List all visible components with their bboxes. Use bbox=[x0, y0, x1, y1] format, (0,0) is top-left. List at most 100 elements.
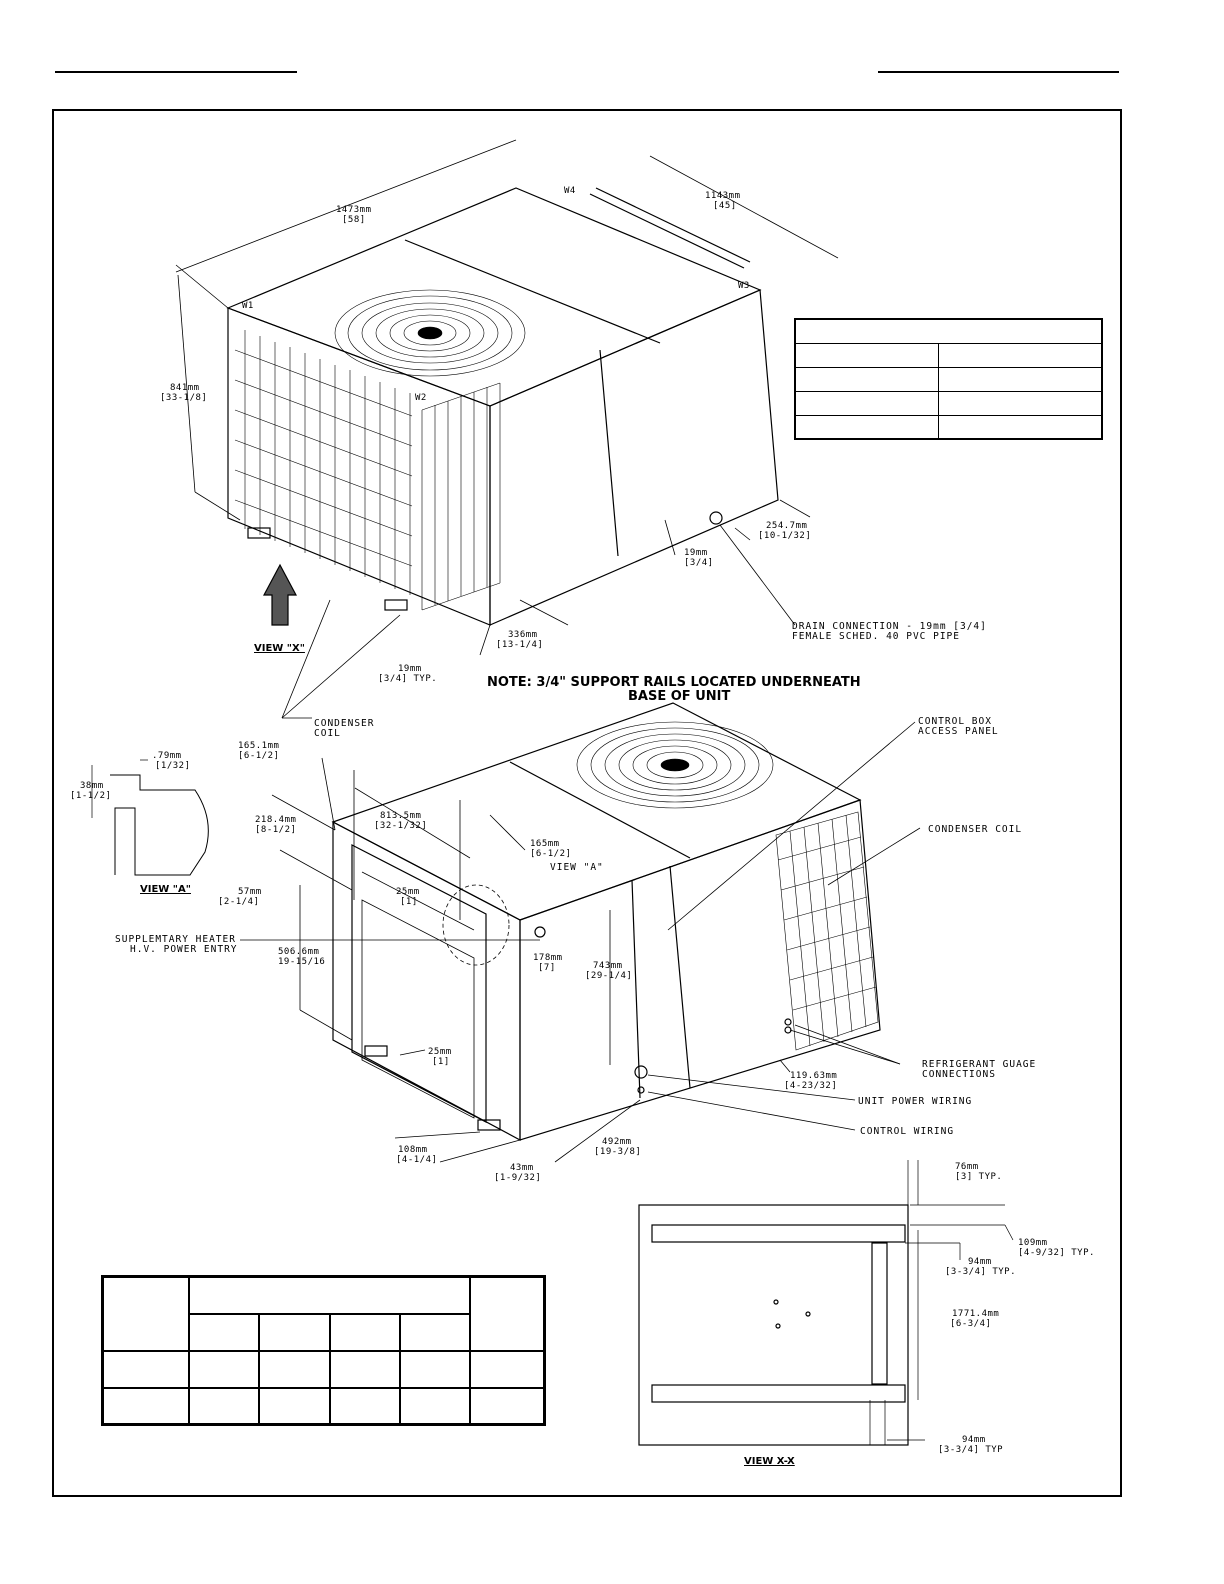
condenser-label-1: CONDENSER bbox=[314, 718, 374, 729]
dim-25b: 25mm bbox=[428, 1047, 452, 1057]
control-wiring-port bbox=[637, 1086, 645, 1094]
table-cell bbox=[938, 366, 1103, 392]
table-cell bbox=[188, 1275, 471, 1315]
dim-743-in: [29-1/4] bbox=[585, 971, 632, 981]
table-cell bbox=[328, 1349, 401, 1389]
dim-11963-in: [4-23/32] bbox=[784, 1081, 837, 1091]
top-dimension-lines bbox=[175, 139, 839, 656]
table-cell bbox=[469, 1275, 546, 1352]
dim-178-in: [7] bbox=[538, 963, 556, 973]
supply-air-opening bbox=[361, 899, 475, 1119]
dim-height-in: [33-1/8] bbox=[160, 393, 207, 403]
table-cell bbox=[938, 390, 1103, 416]
header-rule-right bbox=[878, 71, 1119, 73]
spec-table-right bbox=[794, 318, 1103, 440]
dim-depth: 1143mm bbox=[705, 191, 741, 201]
view-a-detail bbox=[91, 759, 209, 876]
condenser-leaders bbox=[281, 599, 401, 719]
dim-drain-offset: 254.7mm bbox=[766, 521, 807, 531]
note-line-1: NOTE: 3/4" SUPPORT RAILS LOCATED UNDERNE… bbox=[487, 675, 861, 690]
xx-dim-94a-in: [3-3/4] TYP. bbox=[945, 1267, 1016, 1277]
xx-dim-109-in: [4-9/32] TYP. bbox=[1018, 1248, 1095, 1258]
dim-25b-in: [1] bbox=[432, 1057, 450, 1067]
corner-w1: W1 bbox=[242, 301, 254, 311]
view-a-dim-38: 38mm bbox=[80, 781, 104, 791]
support-rail-cross bbox=[871, 1242, 888, 1385]
control-box-label-2: ACCESS PANEL bbox=[918, 726, 999, 737]
dim-drain-height: 19mm bbox=[684, 548, 708, 558]
bottom-unit-right-face bbox=[519, 799, 881, 1141]
support-foot bbox=[364, 1045, 388, 1057]
dim-width: 1473mm bbox=[336, 205, 372, 215]
dim-25a: 25mm bbox=[396, 887, 420, 897]
table-cell bbox=[258, 1386, 331, 1426]
support-foot bbox=[384, 599, 408, 611]
view-a-dim-79: .79mm bbox=[152, 751, 182, 761]
drain-label-1: DRAIN CONNECTION - 19mm [3/4] bbox=[792, 621, 987, 632]
dim-11963: 119.63mm bbox=[790, 1071, 837, 1081]
xx-dim-109: 109mm bbox=[1018, 1238, 1048, 1248]
control-box-label-1: CONTROL BOX bbox=[918, 716, 992, 727]
table-cell bbox=[101, 1386, 190, 1426]
xx-dim-1771: 1771.4mm bbox=[952, 1309, 999, 1319]
dim-8135: 813.5mm bbox=[380, 811, 421, 821]
table-cell bbox=[794, 390, 939, 416]
dim-108: 108mm bbox=[398, 1145, 428, 1155]
drain-label-2: FEMALE SCHED. 40 PVC PIPE bbox=[792, 631, 960, 642]
dim-drain-height-in: [3/4] bbox=[684, 558, 714, 568]
top-unit bbox=[226, 187, 779, 626]
dim-5066: 506.6mm bbox=[278, 947, 319, 957]
dim-rail-in: [3/4] TYP. bbox=[378, 674, 437, 684]
xx-dim-76: 76mm bbox=[955, 1162, 979, 1172]
corner-w4: W4 bbox=[564, 186, 576, 196]
bottom-dimension-lines bbox=[240, 721, 921, 1163]
table-cell bbox=[101, 1349, 190, 1389]
table-cell bbox=[187, 1386, 261, 1426]
corner-w2: W2 bbox=[415, 393, 427, 403]
table-cell bbox=[258, 1312, 331, 1352]
corner-w3: W3 bbox=[738, 281, 750, 291]
view-a-dim-38-in: [1-1/2] bbox=[70, 791, 111, 801]
spec-table-left bbox=[101, 1275, 546, 1426]
dim-1651: 165.1mm bbox=[238, 741, 279, 751]
drawing-frame bbox=[52, 109, 1122, 1497]
dim-57-in: [2-1/4] bbox=[218, 897, 259, 907]
condenser-coil-label: CONDENSER COIL bbox=[928, 824, 1022, 835]
table-cell bbox=[328, 1386, 401, 1426]
view-x-label: VIEW "X" bbox=[254, 643, 305, 654]
view-xx bbox=[638, 1160, 1014, 1446]
dim-178: 178mm bbox=[533, 953, 563, 963]
dim-743: 743mm bbox=[593, 961, 623, 971]
bottom-unit-fan-grille bbox=[576, 721, 774, 809]
dim-57: 57mm bbox=[238, 887, 262, 897]
return-air-opening bbox=[351, 844, 487, 1123]
condenser-label-2: COIL bbox=[314, 728, 341, 739]
heater-label-2: H.V. POWER ENTRY bbox=[130, 944, 238, 955]
table-cell bbox=[187, 1312, 261, 1352]
dim-43-in: [1-9/32] bbox=[494, 1173, 541, 1183]
bottom-panel-seam bbox=[509, 761, 691, 859]
top-unit-fan-grille bbox=[334, 289, 526, 377]
table-cell bbox=[101, 1275, 190, 1352]
dim-drain-offset-in: [10-1/32] bbox=[758, 531, 811, 541]
dim-165: 165mm bbox=[530, 839, 560, 849]
dim-492: 492mm bbox=[602, 1137, 632, 1147]
view-a-callout-circle bbox=[442, 884, 510, 966]
xx-dim-76-in: [3] TYP. bbox=[955, 1172, 1002, 1182]
control-wiring-label: CONTROL WIRING bbox=[860, 1126, 954, 1137]
dim-25a-in: [1] bbox=[400, 897, 418, 907]
dim-height: 841mm bbox=[170, 383, 200, 393]
bottom-unit bbox=[331, 702, 881, 1142]
dim-5066-in: 19-15/16 bbox=[278, 957, 325, 967]
note-line-2: BASE OF UNIT bbox=[628, 689, 730, 704]
heater-power-entry bbox=[534, 926, 546, 938]
table-cell bbox=[187, 1349, 261, 1389]
unit-power-wiring-port bbox=[634, 1065, 648, 1079]
support-rail-bottom bbox=[651, 1384, 906, 1403]
view-x-arrow bbox=[263, 563, 297, 626]
xx-dim-94a: 94mm bbox=[968, 1257, 992, 1267]
support-rail-top bbox=[651, 1224, 906, 1243]
top-panel-seam bbox=[404, 239, 661, 344]
refrigerant-label-1: REFRIGERANT GUAGE bbox=[922, 1059, 1036, 1070]
